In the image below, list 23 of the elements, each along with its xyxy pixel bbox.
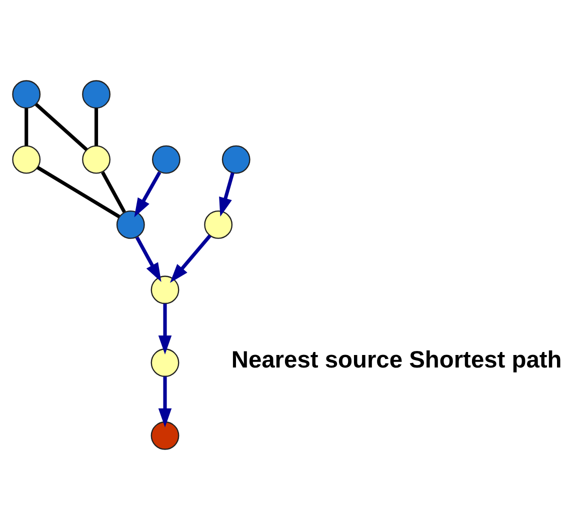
node-circle — [150, 420, 180, 450]
node-circle — [12, 144, 41, 174]
node-circle — [204, 210, 233, 238]
connector — [94, 108, 98, 146]
node-circle — [82, 144, 110, 174]
node-circle — [116, 210, 145, 238]
node-circle — [222, 144, 250, 174]
arrow — [170, 234, 212, 282]
arrow — [135, 236, 162, 282]
arrow — [134, 170, 162, 217]
node-circle — [150, 275, 180, 304]
label: Nearest source Shortest path — [231, 347, 562, 373]
arrow — [219, 172, 234, 216]
node-circle — [150, 348, 180, 376]
connector — [34, 102, 88, 151]
node-circle — [152, 144, 180, 174]
node-circle — [12, 80, 41, 108]
arrow — [158, 303, 172, 354]
node-circle — [82, 80, 110, 108]
arrow — [158, 376, 172, 427]
connector — [101, 170, 126, 212]
connector — [36, 165, 120, 218]
connector — [24, 108, 28, 146]
